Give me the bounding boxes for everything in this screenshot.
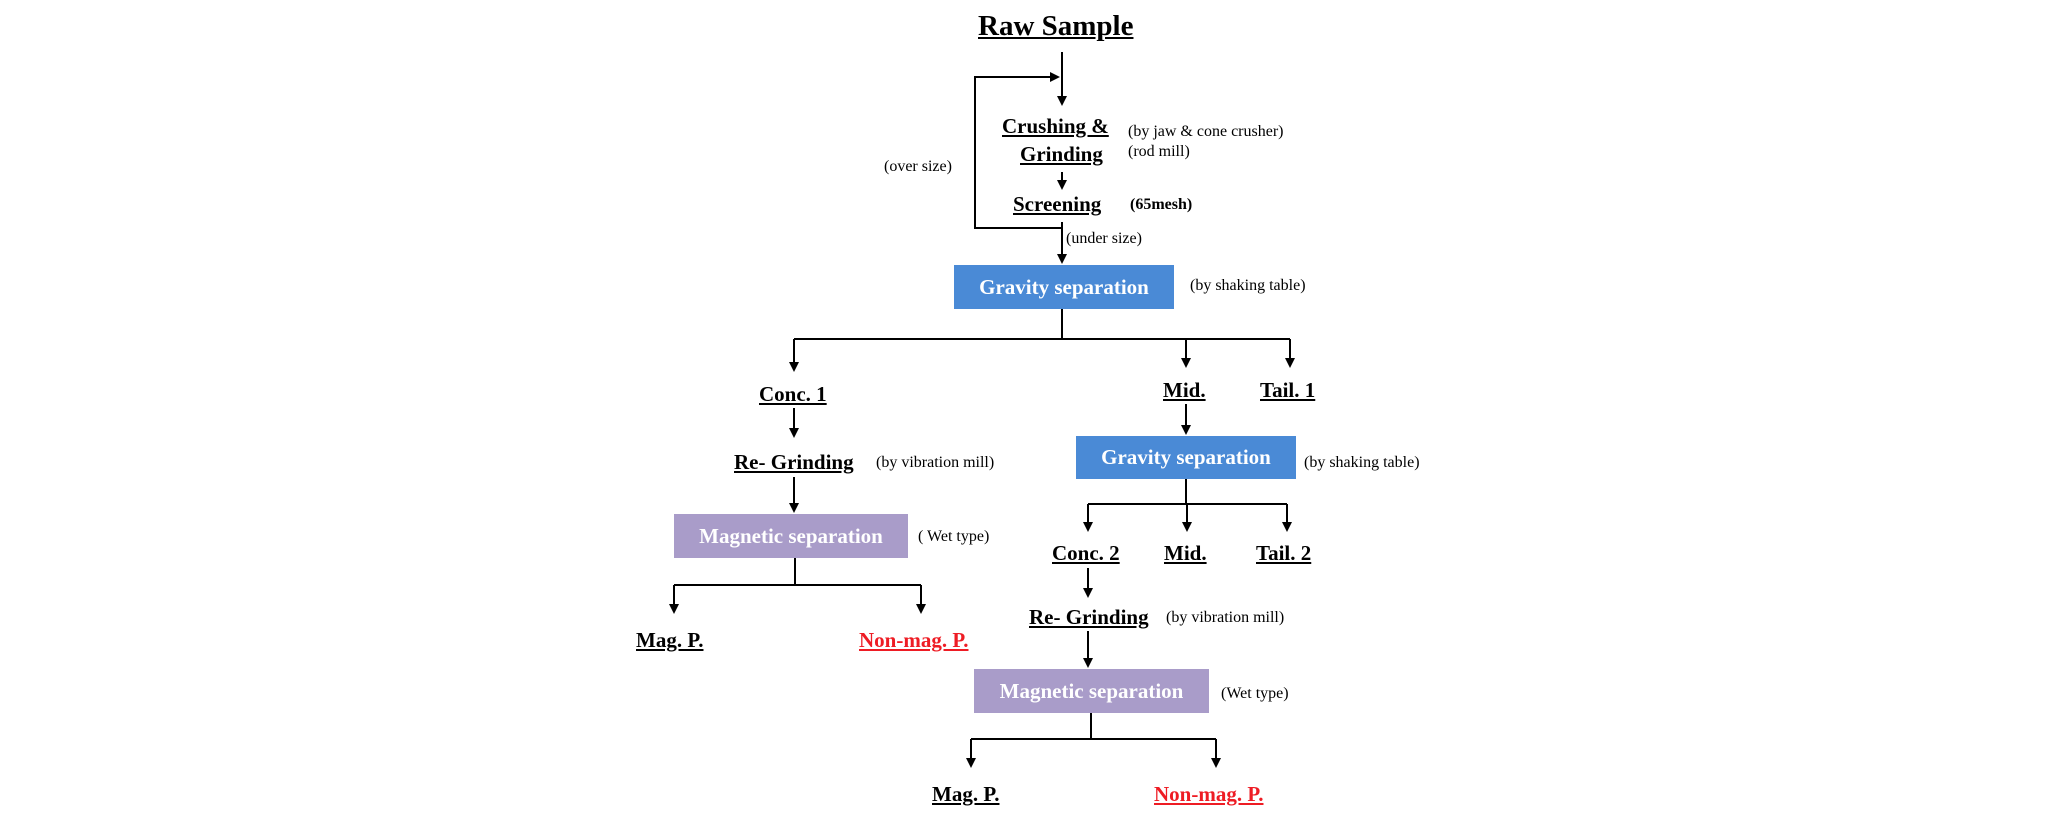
re-grinding-1-note: (by vibration mill) bbox=[876, 454, 995, 471]
raw-sample-title: Raw Sample bbox=[978, 10, 1134, 42]
mid-2-label: Mid. bbox=[1164, 541, 1207, 565]
gravity-separation-1-note: (by shaking table) bbox=[1190, 277, 1306, 294]
non-mag-p-2-label: Non-mag. P. bbox=[1154, 782, 1264, 806]
oversize-loop-arrow bbox=[974, 72, 1062, 229]
screening-note: (65mesh) bbox=[1130, 196, 1193, 213]
mag-p-2-label: Mag. P. bbox=[932, 782, 1000, 806]
magnetic-separation-2-label: Magnetic separation bbox=[999, 678, 1184, 703]
tail-2-label: Tail. 2 bbox=[1256, 541, 1312, 565]
crushing-label-line2: Grinding bbox=[1020, 142, 1103, 166]
magnetic-separation-1-note: ( Wet type) bbox=[918, 528, 990, 545]
non-mag-p-1-label: Non-mag. P. bbox=[859, 628, 969, 652]
magnetic-separation-1-label: Magnetic separation bbox=[699, 523, 883, 548]
re-grinding-2-label: Re- Grinding bbox=[1029, 605, 1149, 629]
undersize-note: (under size) bbox=[1066, 230, 1142, 247]
rod-mill-note: (rod mill) bbox=[1128, 143, 1190, 160]
gravity-separation-1-label: Gravity separation bbox=[979, 274, 1149, 299]
magnetic-separation-2-box: Magnetic separation bbox=[974, 669, 1209, 713]
gravity-separation-2-label: Gravity separation bbox=[1101, 445, 1271, 469]
re-grinding-2-note: (by vibration mill) bbox=[1166, 609, 1285, 626]
crushing-label-line1: Crushing & bbox=[1002, 114, 1109, 138]
re-grinding-1-label: Re- Grinding bbox=[734, 450, 854, 474]
gravity-separation-1-box: Gravity separation bbox=[954, 265, 1174, 309]
magnetic-separation-2-note: (Wet type) bbox=[1221, 685, 1289, 702]
tail-1-label: Tail. 1 bbox=[1260, 378, 1316, 402]
conc-1-label: Conc. 1 bbox=[759, 382, 827, 406]
crushing-note: (by jaw & cone crusher) bbox=[1128, 123, 1284, 140]
conc-2-label: Conc. 2 bbox=[1052, 541, 1120, 565]
mag-p-1-label: Mag. P. bbox=[636, 628, 704, 652]
gravity-separation-2-box: Gravity separation bbox=[1076, 436, 1296, 479]
mid-1-label: Mid. bbox=[1163, 378, 1206, 402]
magnetic-separation-1-box: Magnetic separation bbox=[674, 514, 908, 558]
gravity-separation-2-note: (by shaking table) bbox=[1304, 454, 1420, 471]
oversize-note: (over size) bbox=[884, 158, 952, 175]
screening-label: Screening bbox=[1013, 192, 1102, 216]
